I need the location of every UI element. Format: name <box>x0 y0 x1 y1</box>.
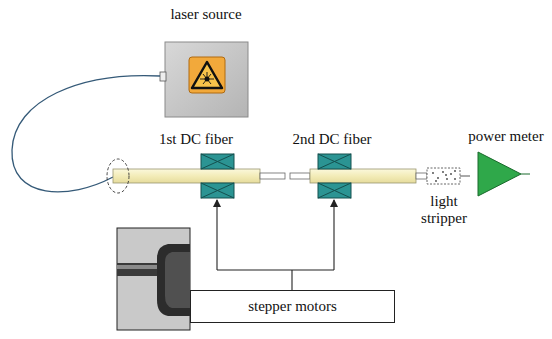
part-label: power meter <box>468 128 543 145</box>
control-lines <box>217 200 334 290</box>
laser-source-box <box>160 42 248 117</box>
motor-clamp <box>201 154 351 198</box>
callout-ellipse <box>107 159 129 193</box>
part-label: laser source <box>170 6 241 23</box>
power-meter-symbol <box>478 152 521 196</box>
light-stripper-symbol <box>427 168 470 184</box>
part-label: 1st DC fiber <box>159 131 233 148</box>
part-label: light stripper <box>416 193 472 227</box>
dc-fiber-2 <box>310 169 416 183</box>
dc-fiber-1 <box>113 169 260 183</box>
box-label: stepper motors <box>248 298 337 315</box>
fiber-end <box>290 173 310 179</box>
control-box: stepper motors <box>190 290 395 323</box>
part-label: 2nd DC fiber <box>292 131 371 148</box>
inset-photo <box>117 228 190 330</box>
fiber-end <box>260 173 285 179</box>
fiber-end <box>416 173 427 179</box>
